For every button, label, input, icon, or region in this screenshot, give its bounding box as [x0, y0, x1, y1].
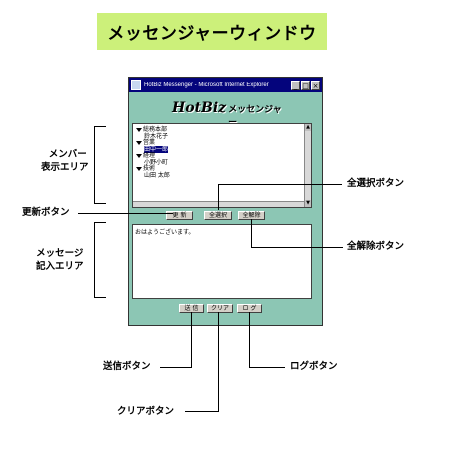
- group-name: 総務本部: [143, 126, 168, 133]
- leader-line: [94, 203, 106, 204]
- page-banner: メッセンジャーウィンドウ: [97, 13, 327, 50]
- clear-button-label: クリアボタン: [117, 406, 175, 417]
- expand-triangle-icon: [136, 141, 142, 146]
- window-title: HotBiz Messenger - Microsoft Internet Ex…: [144, 82, 269, 88]
- messenger-window: HotBiz Messenger - Microsoft Internet Ex…: [128, 77, 323, 326]
- scroll-down-icon[interactable]: ▼: [305, 200, 311, 207]
- leader-line: [218, 184, 219, 210]
- leader-line: [218, 184, 342, 185]
- tree-member[interactable]: 小野小町: [136, 158, 170, 167]
- expand-triangle-icon: [136, 128, 142, 133]
- leader-line: [218, 312, 219, 412]
- message-input-area[interactable]: おはようございます。: [132, 224, 312, 299]
- select-all-button[interactable]: 全選択: [204, 211, 232, 220]
- member-list-panel[interactable]: 総務本部 鈴木花子 営業 田中一郎 経理 小野小町 技術: [132, 123, 312, 208]
- tree-group[interactable]: 経理: [136, 152, 170, 160]
- leader-line: [94, 126, 106, 127]
- close-button[interactable]: ×: [311, 80, 320, 90]
- leader-line: [251, 219, 252, 247]
- refresh-button-label: 更新ボタン: [22, 207, 70, 218]
- member-area-bracket: [94, 126, 95, 204]
- maximize-button[interactable]: □: [301, 80, 310, 90]
- tree-member-selected[interactable]: 田中一郎: [136, 145, 170, 154]
- message-area-label-line1: メッセージ: [36, 248, 84, 259]
- leader-line: [160, 367, 192, 368]
- tree-group[interactable]: 営業: [136, 139, 170, 147]
- member-name: 山田 太郎: [144, 171, 170, 179]
- leader-line: [94, 297, 106, 298]
- refresh-button[interactable]: 更 新: [166, 211, 193, 220]
- banner-title: メッセンジャーウィンドウ: [107, 24, 317, 44]
- logo-brand: HotBiz: [172, 100, 227, 116]
- member-area-label-line2: 表示エリア: [41, 162, 89, 173]
- tree-member[interactable]: 山田 太郎: [136, 171, 170, 180]
- leader-line: [251, 247, 343, 248]
- select-all-button-label: 全選択ボタン: [347, 178, 405, 189]
- title-bar[interactable]: HotBiz Messenger - Microsoft Internet Ex…: [129, 78, 322, 92]
- message-text: おはようございます。: [135, 229, 195, 236]
- leader-line: [249, 312, 250, 368]
- send-button-label: 送信ボタン: [103, 361, 151, 372]
- message-area-label: メッセージ 記入エリア: [36, 247, 84, 273]
- leader-line: [78, 213, 173, 214]
- message-area-bracket: [94, 222, 95, 298]
- tree-group[interactable]: 総務本部: [136, 126, 170, 134]
- leader-line: [249, 367, 285, 368]
- member-tree: 総務本部 鈴木花子 営業 田中一郎 経理 小野小町 技術: [136, 126, 170, 180]
- expand-triangle-icon: [136, 154, 142, 159]
- leader-line: [191, 312, 192, 368]
- group-name: 技術: [143, 165, 156, 172]
- deselect-all-button-label: 全解除ボタン: [347, 241, 405, 252]
- member-name: 田中一郎: [144, 145, 169, 153]
- member-name: 小野小町: [144, 158, 169, 166]
- expand-triangle-icon: [136, 167, 142, 172]
- group-name: 営業: [143, 139, 156, 146]
- tree-group[interactable]: 技術: [136, 165, 170, 173]
- hotbiz-messenger-logo: HotBiz メッセンジャー: [172, 100, 284, 128]
- message-area-label-line2: 記入エリア: [36, 261, 84, 272]
- minimize-button[interactable]: _: [291, 80, 300, 90]
- clear-button[interactable]: クリア: [207, 304, 233, 313]
- leader-line: [94, 222, 106, 223]
- member-area-label: メンバー 表示エリア: [41, 148, 89, 174]
- group-name: 経理: [143, 152, 156, 159]
- leader-line: [185, 411, 219, 412]
- tree-member[interactable]: 鈴木花子: [136, 132, 170, 141]
- vertical-scrollbar[interactable]: ▲ ▼: [304, 124, 311, 207]
- ie-app-icon: [131, 80, 141, 90]
- scroll-up-icon[interactable]: ▲: [305, 124, 311, 131]
- log-button-label: ログボタン: [290, 361, 338, 372]
- member-area-label-line1: メンバー: [48, 149, 87, 160]
- member-name: 鈴木花子: [144, 132, 169, 140]
